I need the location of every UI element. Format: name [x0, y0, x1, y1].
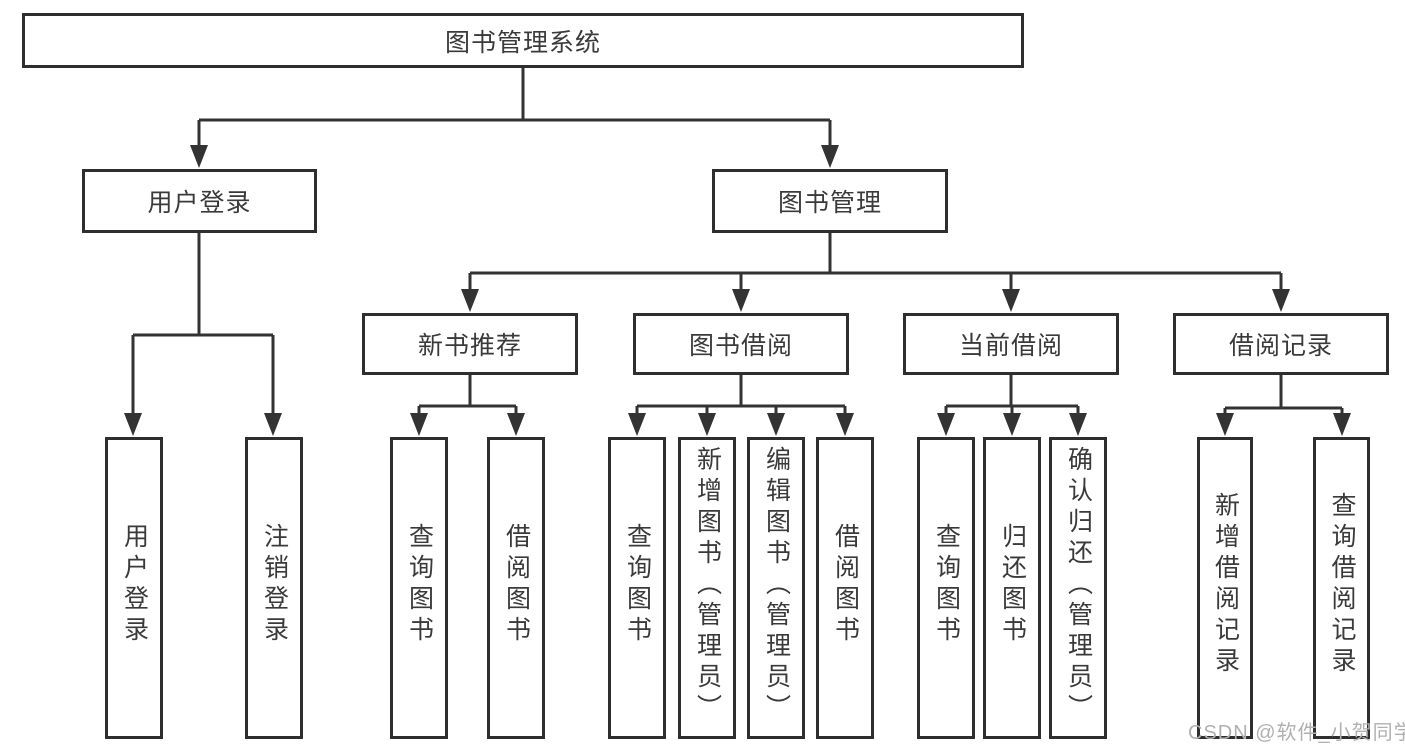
arrowhead-icon [264, 413, 282, 436]
connector-record-to-leaves [1216, 373, 1351, 436]
arrowhead-icon [190, 145, 208, 168]
connector-line [131, 231, 275, 416]
connector-login-to-leaves [124, 231, 282, 436]
node-current-borrow-label: 当前借阅 [958, 332, 1063, 360]
node-book-borrow: 图书借阅 [633, 313, 849, 375]
leaf-label: 确认归还（管理员） [1064, 445, 1093, 725]
leaf-label: 用户登录 [120, 523, 149, 647]
arrowhead-icon [461, 289, 479, 312]
leaf-logout: 注销登录 [245, 437, 303, 739]
node-borrow-record: 借阅记录 [1173, 313, 1389, 375]
connector-current-to-leaves [937, 373, 1087, 436]
arrowhead-icon [1333, 413, 1351, 436]
watermark-text: CSDN @软件_小贺同学 [1188, 722, 1405, 744]
arrowhead-icon [836, 413, 854, 436]
arrowhead-icon [1069, 413, 1087, 436]
leaf-label: 借阅图书 [831, 523, 860, 647]
arrowhead-icon [1216, 413, 1234, 436]
leaf-newbook-query-book: 查询图书 [390, 437, 448, 739]
leaf-edit-book-admin: 编辑图书（管理员） [747, 437, 805, 739]
arrowhead-icon [767, 413, 785, 436]
connector-line [1223, 373, 1344, 416]
leaf-label: 查询图书 [932, 523, 961, 647]
connector-root-to-level2 [190, 66, 839, 168]
leaf-query-borrow-record: 查询借阅记录 [1313, 437, 1370, 739]
node-book-management-label: 图书管理 [777, 189, 882, 217]
node-root: 图书管理系统 [22, 13, 1024, 68]
leaf-label: 注销登录 [260, 523, 289, 647]
arrowhead-icon [410, 413, 428, 436]
leaf-borrow-query-book: 查询图书 [608, 437, 666, 739]
leaf-current-query-book: 查询图书 [917, 437, 975, 739]
leaf-confirm-return-admin: 确认归还（管理员） [1049, 437, 1107, 739]
node-user-login: 用户登录 [82, 169, 317, 233]
node-borrow-record-label: 借阅记录 [1228, 332, 1333, 360]
leaf-label: 查询借阅记录 [1328, 492, 1356, 678]
arrowhead-icon [507, 413, 525, 436]
connector-borrow-to-leaves [628, 373, 854, 436]
connector-line [417, 373, 518, 416]
leaf-add-book-admin: 新增图书（管理员） [678, 437, 736, 739]
leaf-label: 新增图书（管理员） [693, 445, 722, 725]
connector-line [468, 231, 1283, 291]
node-current-borrow: 当前借阅 [903, 313, 1119, 375]
connector-newbook-to-leaves [410, 373, 525, 436]
leaf-label: 查询图书 [623, 523, 652, 647]
leaf-newbook-borrow-book: 借阅图书 [487, 437, 545, 739]
leaf-user-login: 用户登录 [105, 437, 163, 739]
connector-line [944, 373, 1080, 416]
leaf-label: 新增借阅记录 [1211, 492, 1240, 678]
node-new-book-recommend: 新书推荐 [362, 313, 578, 375]
leaf-label: 查询图书 [405, 523, 434, 647]
connector-line [197, 66, 832, 148]
arrowhead-icon [937, 413, 955, 436]
arrowhead-icon [628, 413, 646, 436]
leaf-add-borrow-record: 新增借阅记录 [1197, 437, 1253, 739]
leaf-label: 归还图书 [998, 523, 1027, 647]
node-book-borrow-label: 图书借阅 [688, 332, 793, 360]
arrowhead-icon [1002, 289, 1020, 312]
arrowhead-icon [821, 145, 839, 168]
connector-line [635, 373, 847, 416]
node-new-book-recommend-label: 新书推荐 [417, 332, 522, 360]
connector-bookmgmt-to-level3 [461, 231, 1290, 312]
leaf-label: 借阅图书 [502, 523, 531, 647]
node-book-management: 图书管理 [712, 169, 948, 233]
arrowhead-icon [732, 289, 750, 312]
leaf-return-book: 归还图书 [983, 437, 1041, 739]
arrowhead-icon [124, 413, 142, 436]
leaf-borrow-book: 借阅图书 [816, 437, 874, 739]
arrowhead-icon [698, 413, 716, 436]
arrowhead-icon [1272, 289, 1290, 312]
arrowhead-icon [1003, 413, 1021, 436]
node-root-label: 图书管理系统 [444, 28, 601, 57]
leaf-label: 编辑图书（管理员） [762, 445, 791, 725]
node-user-login-label: 用户登录 [147, 189, 252, 217]
